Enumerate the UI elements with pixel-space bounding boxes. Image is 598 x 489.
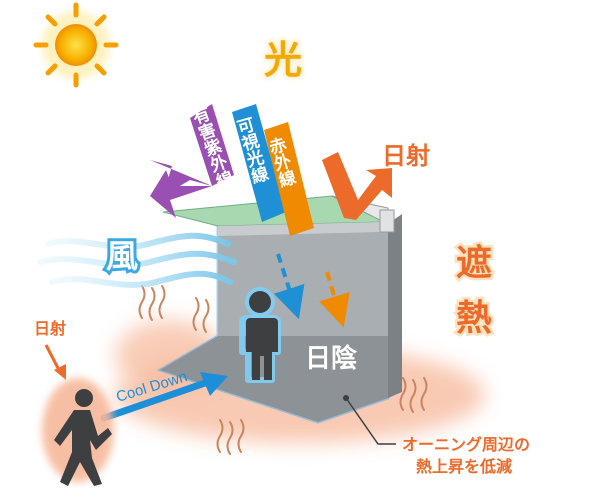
svg-text:光: 光 — [264, 38, 302, 82]
sunlight-arrow — [322, 152, 392, 220]
heat-shield-label-bottom: 熱 — [456, 298, 492, 339]
wind-label: 風 — [106, 237, 138, 275]
sunlight-label-left: 日射 — [34, 319, 66, 338]
walking-person-icon — [42, 378, 114, 486]
heat-shield-label-top: 遮 — [456, 243, 492, 284]
heat-waves — [138, 285, 428, 455]
note-line-1: オーニング周辺の — [402, 435, 530, 454]
sunlight-label-top: 日射 — [382, 142, 430, 170]
person-icon — [239, 287, 281, 383]
sunlight-left-arrow — [44, 344, 66, 380]
penetration-arrows — [273, 253, 350, 328]
cool-down-arrow — [100, 372, 228, 422]
uv-ray — [150, 104, 234, 218]
wind-streams — [37, 232, 237, 288]
shade-label: 日陰 — [305, 343, 358, 374]
visible-ray — [232, 104, 286, 222]
note-line-2: 熱上昇を低減 — [416, 457, 512, 476]
sun-icon — [33, 2, 119, 88]
heat-shield-label: 遮熱 — [0, 0, 2, 1]
note-leader — [343, 395, 396, 445]
infrared-ray — [264, 122, 314, 236]
page-title: 光 — [264, 38, 302, 82]
